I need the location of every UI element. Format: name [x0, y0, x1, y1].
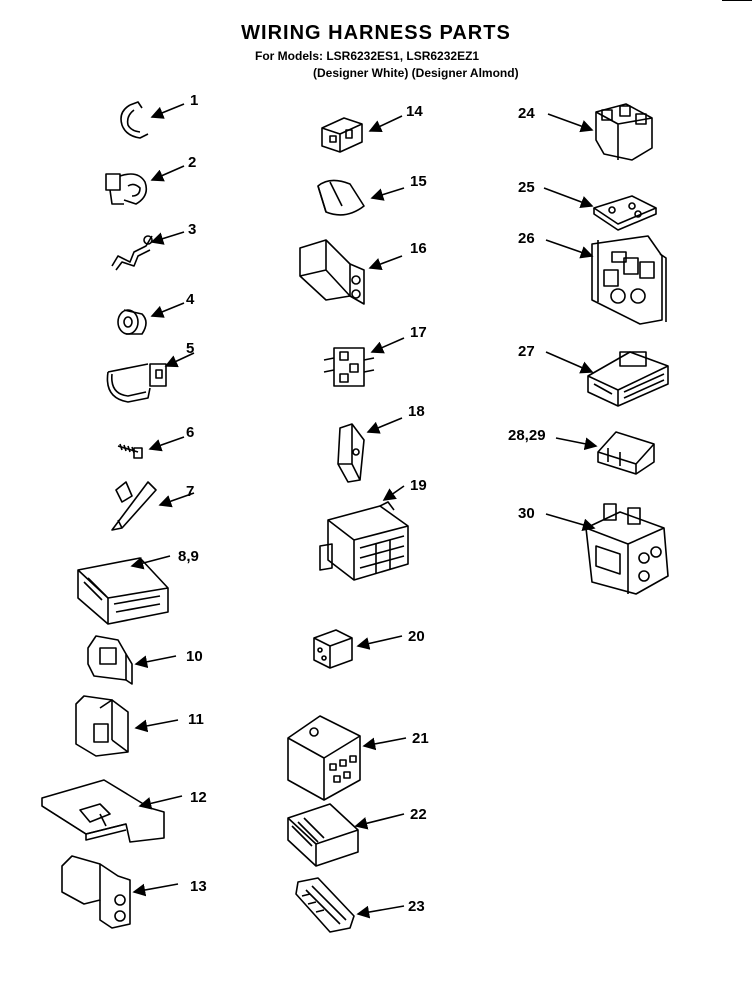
part-3-clip-drawing — [111, 235, 153, 271]
callout-22: 22 — [410, 806, 427, 823]
part-10-connector-drawing — [87, 635, 133, 685]
callout-8-9: 8,9 — [178, 548, 199, 565]
callout-20: 20 — [408, 628, 425, 645]
part-15-sleeve-drawing — [317, 179, 365, 216]
part-19-connector-drawing — [319, 501, 409, 581]
part-13-housing-drawing — [61, 855, 131, 929]
part-14-connector-drawing — [321, 117, 363, 153]
callout-5: 5 — [186, 340, 194, 357]
top-right-border — [722, 0, 752, 1]
part-1-clip-drawing — [120, 101, 149, 139]
callout-11: 11 — [188, 711, 204, 728]
callout-14: 14 — [406, 103, 423, 120]
models-line: For Models: LSR6232ES1, LSR6232EZ1 — [255, 49, 480, 63]
callout-4: 4 — [186, 291, 195, 308]
callout-27: 27 — [518, 343, 535, 360]
part-7-latch-drawing — [111, 481, 157, 531]
part-5-clamp-drawing — [106, 363, 167, 403]
part-21-connector-drawing — [287, 715, 361, 801]
part-16-connector-drawing — [299, 239, 365, 305]
callout-6: 6 — [186, 424, 194, 441]
part-23-connector-drawing — [295, 877, 355, 933]
callout-26: 26 — [518, 230, 535, 247]
callout-24: 24 — [518, 105, 535, 122]
part-27-connector-drawing — [587, 351, 669, 407]
callout-23: 23 — [408, 898, 425, 915]
callout-3: 3 — [188, 221, 196, 238]
part-26-connector-drawing — [591, 235, 667, 325]
callout-13: 13 — [190, 878, 207, 895]
part-12-connector-drawing — [41, 779, 165, 843]
callout-10: 10 — [186, 648, 203, 665]
part-24-connector-drawing — [595, 103, 653, 161]
colors-line: (Designer White) (Designer Almond) — [313, 66, 519, 80]
part-28-29-terminal-drawing — [597, 431, 655, 475]
page-title: WIRING HARNESS PARTS — [241, 22, 511, 44]
callout-28-29: 28,29 — [508, 427, 546, 444]
callout-2: 2 — [188, 154, 196, 171]
callout-12: 12 — [190, 789, 207, 806]
callout-1: 1 — [190, 92, 198, 109]
part-4-grommet-drawing — [117, 309, 147, 335]
part-18-terminal-drawing — [337, 423, 365, 483]
part-17-connector-drawing — [323, 347, 375, 387]
part-6-screw-drawing — [117, 443, 143, 459]
part-22-connector-drawing — [287, 803, 359, 867]
part-25-plate-drawing — [593, 195, 657, 231]
callout-25: 25 — [518, 179, 535, 196]
part-20-connector-drawing — [313, 629, 353, 669]
part-30-connector-drawing — [585, 503, 669, 595]
callout-30: 30 — [518, 505, 535, 522]
part-11-connector-drawing — [75, 695, 129, 757]
callout-18: 18 — [408, 403, 425, 420]
callout-16: 16 — [410, 240, 427, 257]
callout-17: 17 — [410, 324, 427, 341]
part-2-clip-drawing — [105, 173, 148, 205]
callout-15: 15 — [410, 173, 427, 190]
part-8-9-connector-drawing — [77, 557, 169, 625]
callout-21: 21 — [412, 730, 429, 747]
callout-19: 19 — [410, 477, 427, 494]
callout-7: 7 — [186, 483, 194, 500]
